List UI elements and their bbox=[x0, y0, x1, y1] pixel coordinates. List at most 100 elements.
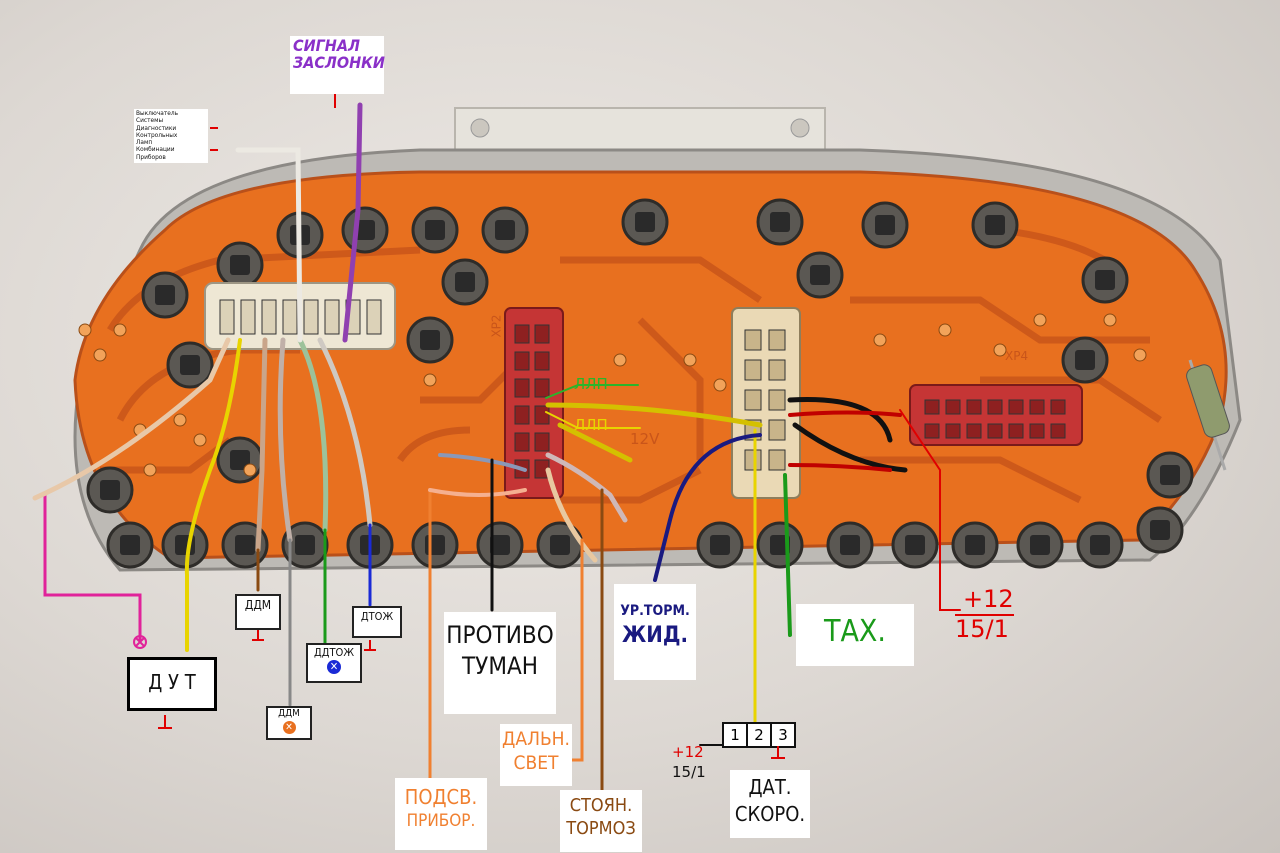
solder-pad bbox=[193, 433, 207, 447]
label-line: Контрольных bbox=[136, 130, 178, 139]
label-line: ДДМ bbox=[278, 708, 300, 719]
lamp-socket-core bbox=[1030, 535, 1050, 555]
label-dtozh: ДТОЖ bbox=[352, 606, 402, 638]
label-12v: 12V bbox=[630, 430, 660, 448]
connector-pin-slot bbox=[534, 378, 550, 398]
connector-pin-slot bbox=[514, 351, 530, 371]
connector-pin-slot bbox=[303, 299, 319, 335]
connector-pin-slot bbox=[514, 405, 530, 425]
wire-orange-daln bbox=[570, 538, 584, 762]
label-line: ЖИД. bbox=[622, 622, 688, 648]
solder-pad bbox=[993, 343, 1007, 357]
label-line: ЗАСЛОНКИ bbox=[293, 52, 385, 72]
label-line: СТОЯН. bbox=[569, 795, 633, 816]
lamp-socket-core bbox=[295, 535, 315, 555]
lamp-socket-core bbox=[355, 220, 375, 240]
connector-pin-slot bbox=[534, 405, 550, 425]
connector-pin-slot bbox=[240, 299, 256, 335]
lamp-socket-core bbox=[425, 220, 445, 240]
label-line: СИГНАЛ bbox=[293, 36, 360, 55]
lamp-socket-core bbox=[770, 212, 790, 232]
wire-grey-ddm2 bbox=[277, 337, 293, 543]
label-line: СКОРО. bbox=[734, 802, 806, 826]
lamp-socket-core bbox=[1075, 350, 1095, 370]
connector-pin-slot bbox=[987, 399, 1003, 415]
label-plus12-small: +12 15/1 bbox=[672, 742, 706, 783]
solder-pad bbox=[78, 323, 92, 337]
label-line: ТОРМОЗ bbox=[566, 818, 636, 840]
label-line: Комбинации bbox=[136, 145, 175, 154]
lamp-icon: ✕ bbox=[282, 720, 296, 734]
wire-green-ddtozh bbox=[297, 337, 329, 533]
wire-grey-protivo bbox=[438, 453, 527, 472]
wire-red-plus12 bbox=[899, 409, 961, 611]
beige-connector-middle bbox=[731, 307, 801, 499]
wire-grey-stoyan bbox=[545, 452, 628, 523]
ground-mark-dat bbox=[777, 746, 779, 758]
label-ur-torm-zhid: УР.ТОРМ. ЖИД. bbox=[614, 584, 696, 680]
connector-pin-slot bbox=[534, 324, 550, 344]
lamp-socket-core bbox=[1160, 465, 1180, 485]
connector-pin-1: 1 bbox=[724, 724, 748, 746]
wire-yellow-main-2 bbox=[557, 422, 633, 463]
connector-pin-3: 3 bbox=[778, 726, 788, 744]
solder-pad bbox=[173, 413, 187, 427]
connector-pin-slot bbox=[514, 324, 530, 344]
label-line: ПОДСВ. bbox=[404, 785, 478, 809]
connector-pin-slot bbox=[768, 329, 786, 351]
label-line: ДАТ. bbox=[748, 775, 792, 799]
lamp-socket-core bbox=[425, 535, 445, 555]
wire-yellow-llp bbox=[545, 411, 641, 429]
label-line: +12 bbox=[672, 743, 704, 761]
label-diag-switch: Выключатель Системы Диагностики Контроль… bbox=[134, 109, 208, 163]
connector-pin-slot bbox=[1050, 399, 1066, 415]
wire-brown-ddm bbox=[255, 337, 268, 553]
connector-pin-slot bbox=[987, 423, 1003, 439]
connector-pin-slot bbox=[924, 423, 940, 439]
lamp-socket-core bbox=[235, 535, 255, 555]
connector-pin-slot bbox=[324, 299, 340, 335]
connector-pin-slot bbox=[366, 299, 382, 335]
connector-pin-slot bbox=[514, 432, 530, 452]
lamp-socket-core bbox=[455, 272, 475, 292]
connector-pin-slot bbox=[768, 359, 786, 381]
label-line: 15/1 bbox=[672, 763, 706, 782]
wires bbox=[32, 102, 961, 792]
connector-pin-slot bbox=[924, 399, 940, 415]
label-line: ДАЛЬН. bbox=[502, 728, 570, 750]
connector-pin-slot bbox=[1029, 399, 1045, 415]
lamp-socket-core bbox=[710, 535, 730, 555]
connector-pin-slot bbox=[945, 423, 961, 439]
label-dut: Д У Т bbox=[127, 657, 217, 711]
wire-violet-signal bbox=[342, 102, 363, 343]
lamp-socket-core bbox=[1095, 270, 1115, 290]
wire-red-1 bbox=[788, 410, 902, 417]
connector-pin-slot bbox=[1029, 423, 1045, 439]
label-line: СВЕТ bbox=[513, 751, 559, 774]
lamp-socket-core bbox=[230, 450, 250, 470]
solder-pad bbox=[873, 333, 887, 347]
connector-pin-slot bbox=[534, 351, 550, 371]
solder-pad bbox=[713, 378, 727, 392]
connector-pin-slot bbox=[768, 419, 786, 441]
wire-pink bbox=[43, 493, 142, 642]
connector-pin-slot bbox=[744, 329, 762, 351]
solder-pad bbox=[113, 323, 127, 337]
label-llp-yellow: ЛЛП bbox=[574, 416, 608, 434]
lamp-socket-core bbox=[965, 535, 985, 555]
label-line: Диагностики bbox=[136, 123, 177, 132]
label-ddm2: ДДМ ✕ bbox=[266, 706, 312, 740]
wire-green-tax bbox=[783, 473, 792, 637]
label-tax: ТАХ. bbox=[796, 604, 914, 666]
label-protivo-tuman: ПРОТИВО ТУМАН bbox=[444, 612, 556, 714]
wire-black-1 bbox=[787, 397, 893, 443]
label-signal-zaslonki: СИГНАЛ ЗАСЛОНКИ bbox=[290, 36, 385, 94]
connector-pin-slot bbox=[768, 389, 786, 411]
label-xp4: XP4 bbox=[1005, 349, 1029, 363]
label-llp-green: ЛЛП bbox=[574, 375, 608, 393]
lamp-socket-core bbox=[155, 285, 175, 305]
ground-mark-dat-bar bbox=[771, 757, 785, 759]
connector-pin-slot bbox=[219, 299, 235, 335]
wire-green-llp bbox=[545, 384, 639, 399]
